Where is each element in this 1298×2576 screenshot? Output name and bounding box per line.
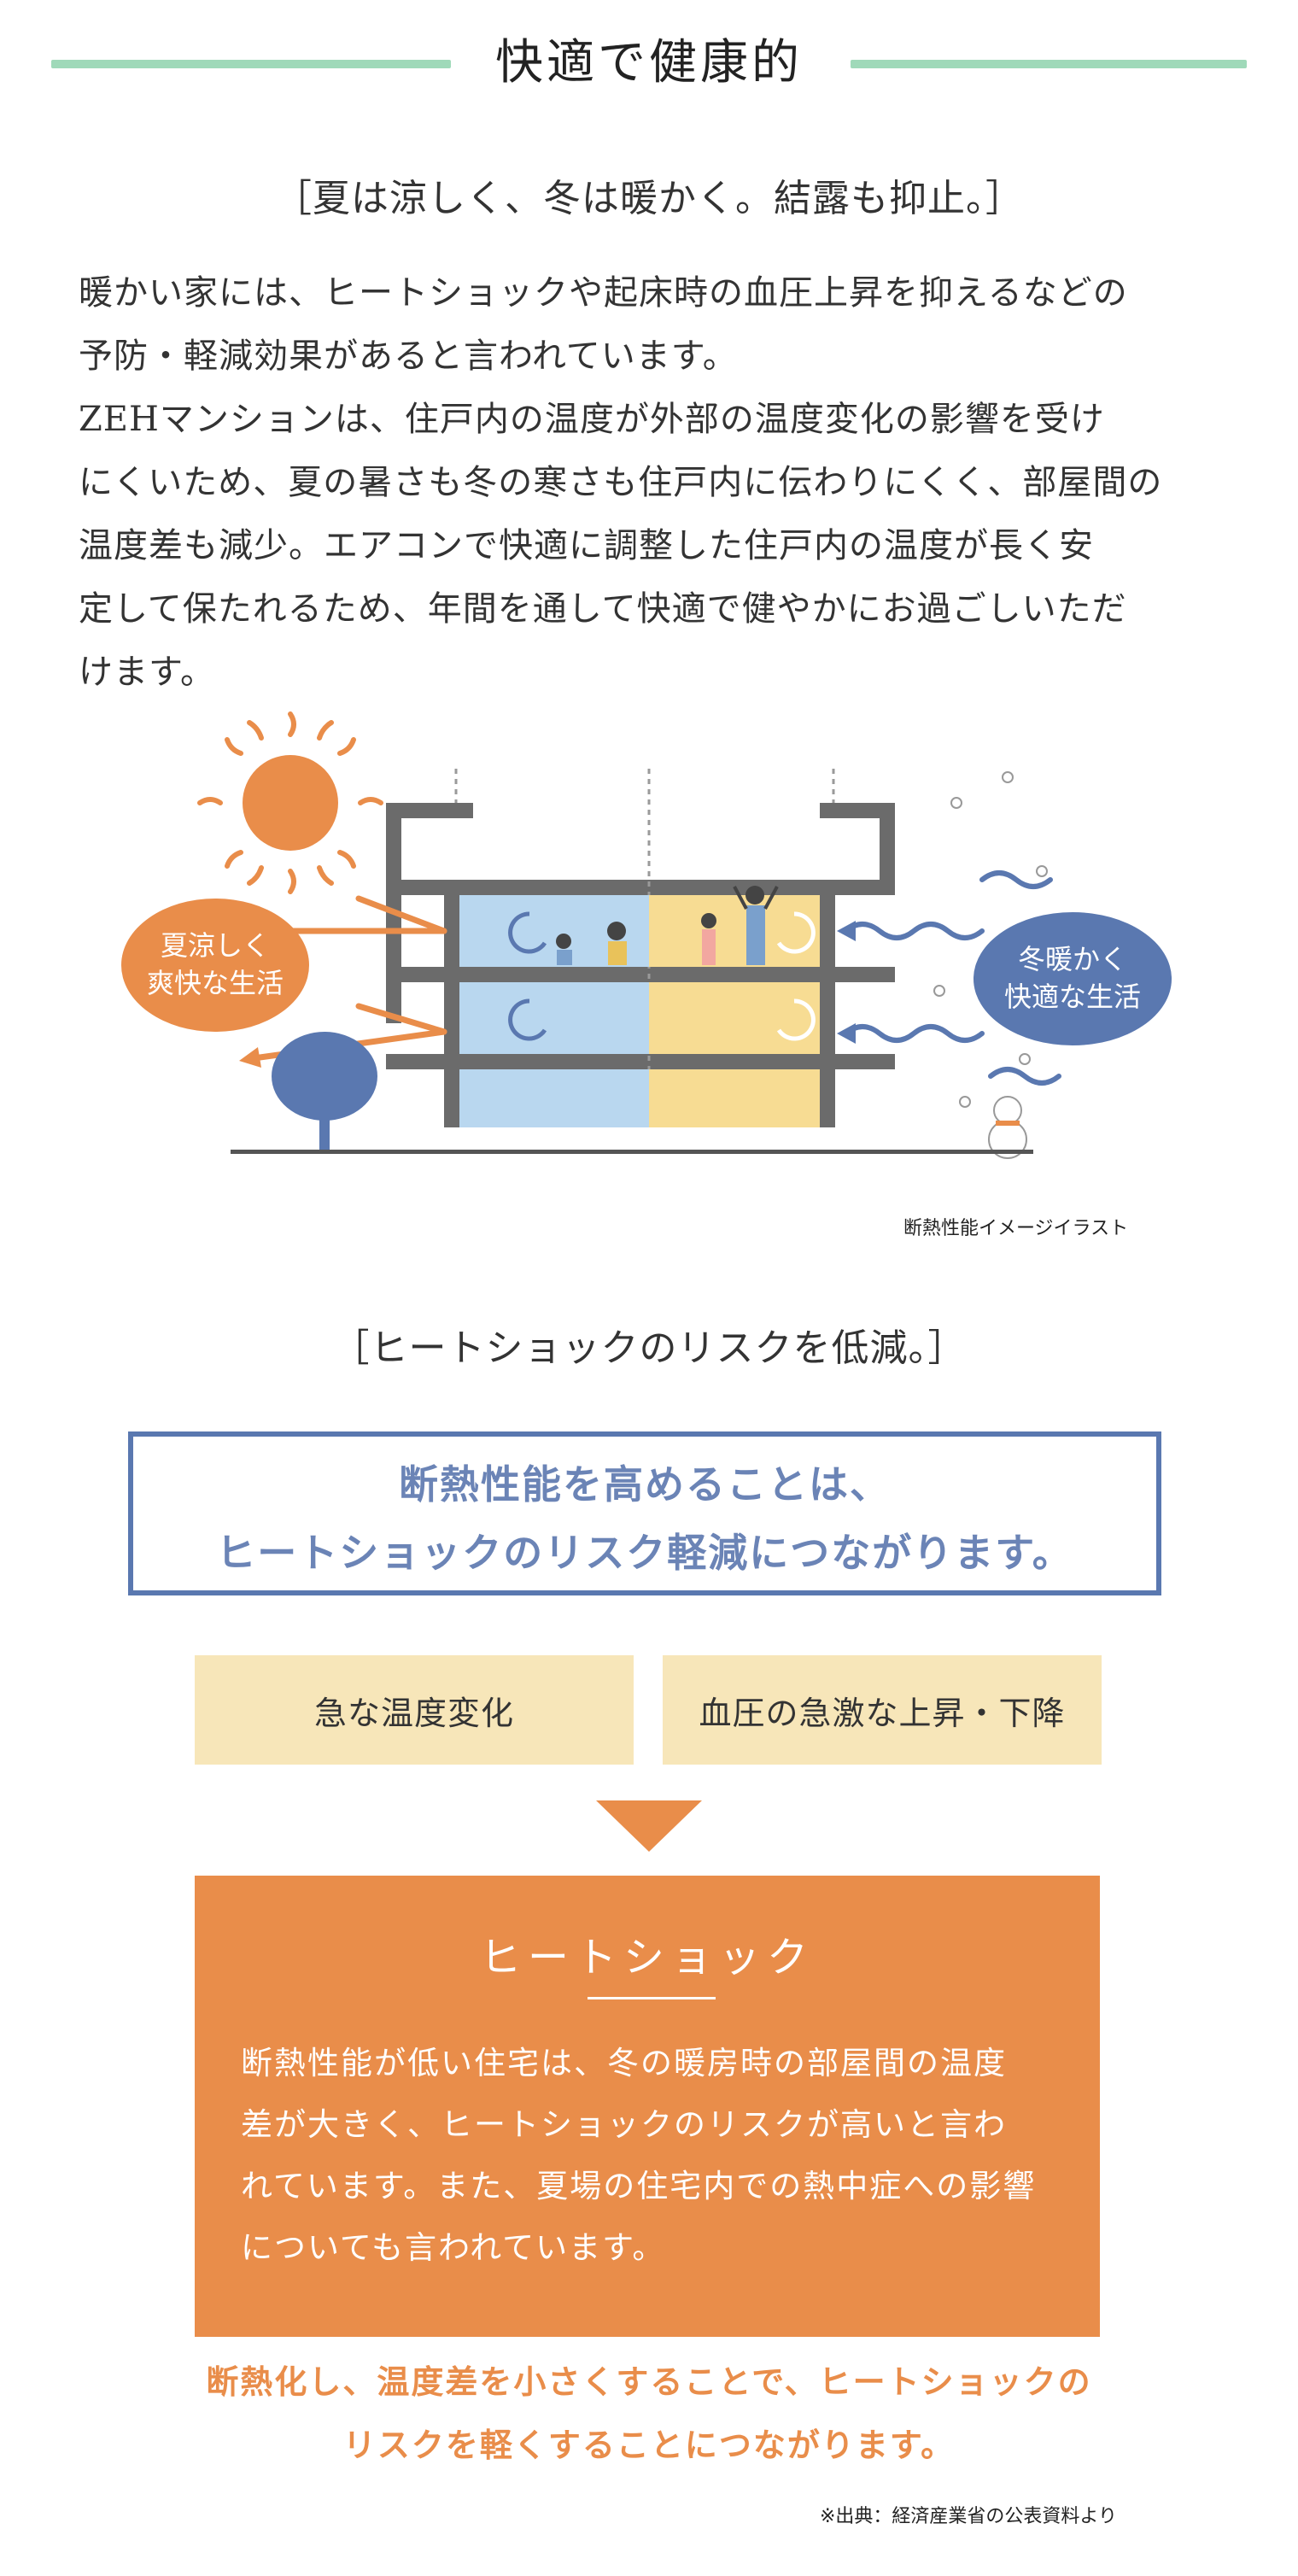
source-note: ※出典：経済産業省の公表資料より (820, 2506, 1117, 2527)
intro-line: 暖かい家には、ヒートショックや起床時の血圧上昇を抑えるなどの (79, 273, 1128, 313)
subheading-seasons: ［夏は涼しく、冬は暖かく。結露も抑止。］ (274, 177, 1024, 220)
winter-label: 快適な生活 (1004, 981, 1141, 1013)
description-line: 断熱性能が低い住宅は、冬の暖房時の部屋間の温度 (241, 2045, 1007, 2081)
winter-label: 冬暖かく (1018, 943, 1127, 975)
intro-line: 予防・軽減効果があると言われています。 (79, 337, 738, 376)
intro-paragraph: 暖かい家には、ヒートショックや起床時の血圧上昇を抑えるなどの 予防・軽減効果があ… (79, 261, 1223, 704)
key-message-line: ヒートショックのリスク軽減につながります。 (216, 1530, 1073, 1576)
tree-icon (272, 1032, 377, 1151)
heat-shock-box: ヒートショック 断熱性能が低い住宅は、冬の暖房時の部屋間の温度 差が大きく、ヒー… (195, 1876, 1100, 2337)
intro-line: 定して保たれるため、年間を通して快適で健やかにお過ごしいただ (79, 589, 1127, 629)
key-message-box: 断熱性能を高めることは、 ヒートショックのリスク軽減につながります。 (128, 1431, 1161, 1595)
cause-box-temperature: 急な温度変化 (195, 1655, 634, 1765)
illustration-caption: 断熱性能イメージイラスト (903, 1218, 1129, 1239)
conclusion-text: 断熱化し、温度差を小さくすることで、ヒートショックの リスクを軽くすることにつな… (0, 2351, 1298, 2477)
conclusion-line: リスクを軽くすることにつながります。 (342, 2426, 956, 2464)
down-arrow-icon (596, 1800, 702, 1852)
description-line: 差が大きく、ヒートショックのリスクが高いと言わ (241, 2106, 1007, 2143)
key-message-line: 断熱性能を高めることは、 (399, 1461, 891, 1508)
sun-icon (197, 711, 383, 894)
header-rule-right (851, 60, 1247, 68)
section-title: 快適で健康的 (495, 35, 803, 91)
description-line: れています。また、夏場の住宅内での熱中症への影響 (241, 2168, 1037, 2204)
intro-line: 温度差も減少。エアコンで快適に調整した住戸内の温度が長く安 (79, 526, 1094, 565)
intro-line: ZEHマンションは、住戸内の温度が外部の温度変化の影響を受け (79, 400, 1105, 439)
snowman-icon (988, 1096, 1027, 1159)
subheading-heat-shock: ［ヒートショックのリスクを低減。］ (331, 1326, 967, 1370)
conclusion-line: 断熱化し、温度差を小さくすることで、ヒートショックの (206, 2362, 1092, 2401)
heat-shock-title: ヒートショック (479, 1934, 815, 1982)
heat-shock-description: 断熱性能が低い住宅は、冬の暖房時の部屋間の温度 差が大きく、ヒートショックのリス… (241, 2033, 1069, 2279)
family-figures (556, 886, 779, 965)
title-underline (588, 1997, 716, 1999)
insulation-illustration: 夏涼しく 爽快な生活 冬暖かく 快適な生活 (121, 711, 1172, 1159)
description-line: についても言われています。 (241, 2229, 666, 2266)
cause-box-blood-pressure: 血圧の急激な上昇・下降 (663, 1655, 1102, 1765)
intro-line: にくいため、夏の暑さも冬の寒さも住戸内に伝わりにくく、部屋間の (79, 463, 1163, 502)
summer-label: 夏涼しく (161, 929, 270, 962)
header-rule-left (51, 60, 451, 68)
summer-label: 爽快な生活 (147, 967, 284, 999)
intro-line: けます。 (79, 653, 215, 692)
